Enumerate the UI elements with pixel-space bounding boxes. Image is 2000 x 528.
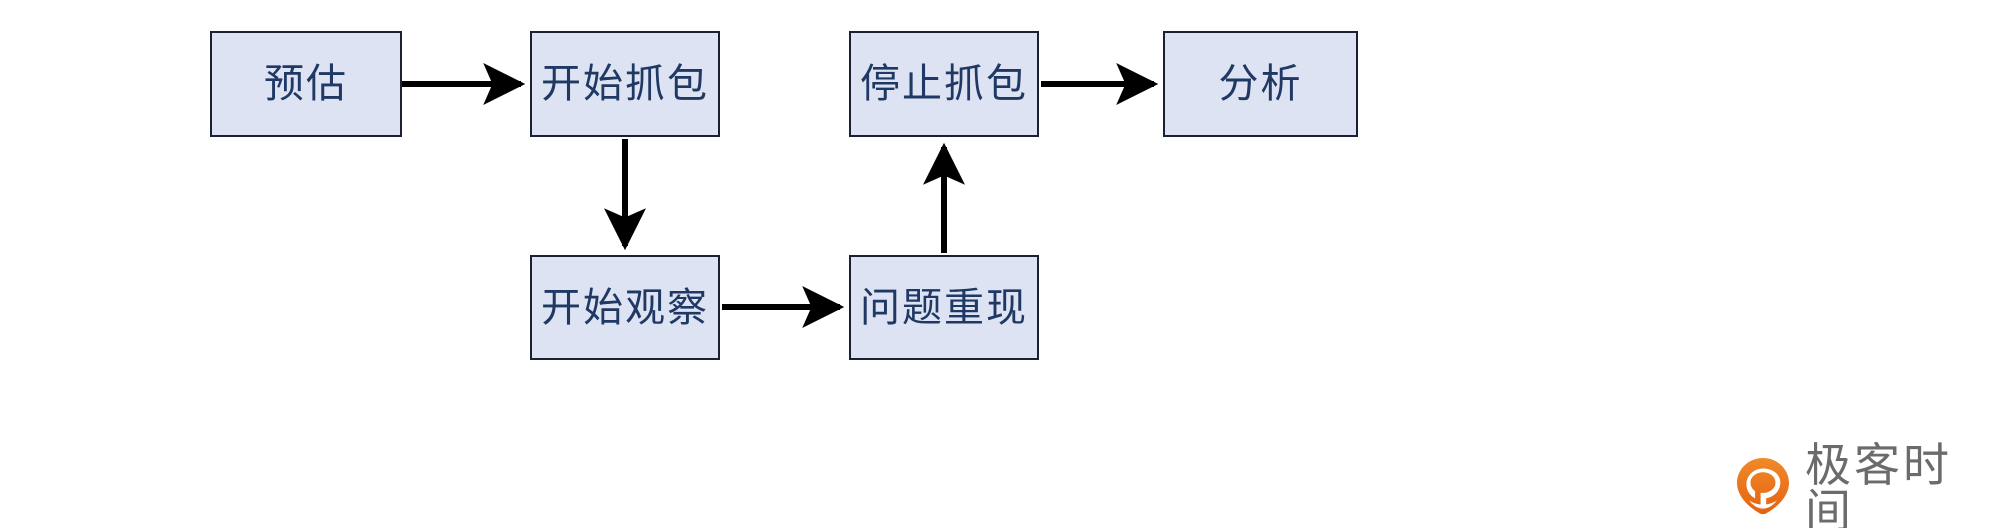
node-start-capture[interactable]: 开始抓包 xyxy=(530,31,720,137)
geekbang-pin-icon xyxy=(1735,457,1791,520)
node-label-estimate: 预估 xyxy=(264,62,348,106)
watermark-text: 极客时间 xyxy=(1805,439,1952,528)
node-stop-capture[interactable]: 停止抓包 xyxy=(849,31,1039,137)
node-reproduce[interactable]: 问题重现 xyxy=(849,255,1039,360)
watermark: 极客时间 xyxy=(1735,442,2000,528)
node-label-start-capture: 开始抓包 xyxy=(541,62,709,106)
node-label-start-observe: 开始观察 xyxy=(541,285,709,330)
node-estimate[interactable]: 预估 xyxy=(210,31,402,137)
node-label-analyze: 分析 xyxy=(1218,62,1303,106)
node-label-reproduce: 问题重现 xyxy=(860,285,1028,330)
node-analyze[interactable]: 分析 xyxy=(1163,31,1358,137)
node-start-observe[interactable]: 开始观察 xyxy=(530,255,720,360)
node-label-stop-capture: 停止抓包 xyxy=(860,62,1028,106)
